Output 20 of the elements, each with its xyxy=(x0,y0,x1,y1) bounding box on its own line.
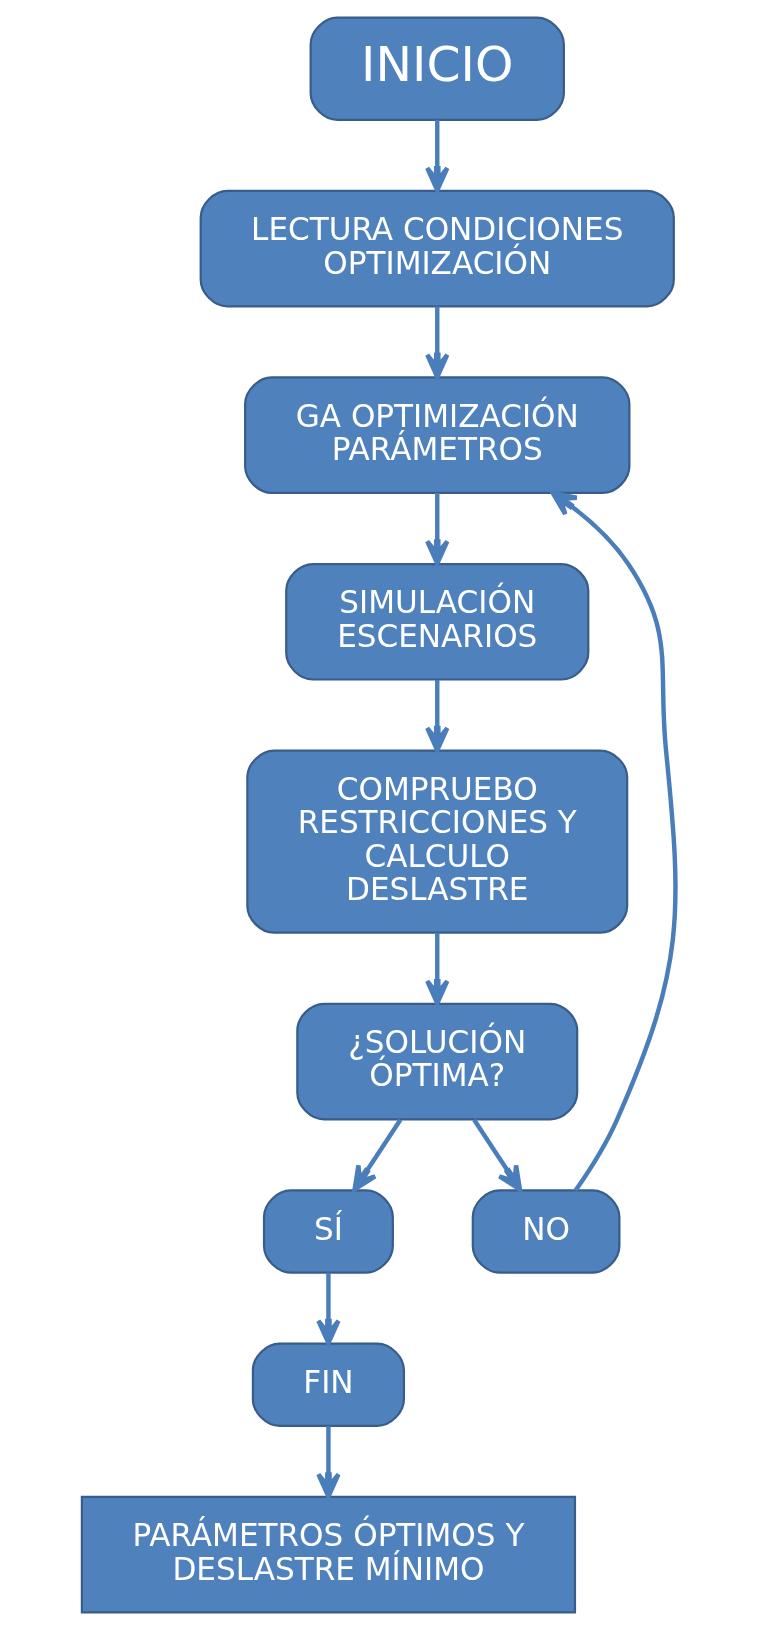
arrow xyxy=(550,491,678,1192)
node-box: SÍ xyxy=(262,1189,394,1274)
node-box: COMPRUEBO RESTRICCIONES Y CALCULO DESLASTRE xyxy=(245,749,628,934)
arrow xyxy=(315,1426,341,1499)
arrow xyxy=(424,932,449,1006)
arrow xyxy=(424,119,449,193)
node-box: LECTURA CONDICIONES OPTIMIZACIÓN xyxy=(199,189,675,308)
arrow xyxy=(424,306,449,380)
node-box: GA OPTIMIZACIÓN PARÁMETROS xyxy=(243,376,630,495)
arrow xyxy=(424,493,449,566)
arrow xyxy=(424,680,449,753)
node-box: ¿SOLUCIÓN ÓPTIMA? xyxy=(295,1002,578,1121)
node-box: PARÁMETROS ÓPTIMOS Y DESLASTRE MÍNIMO xyxy=(80,1495,576,1614)
arrow xyxy=(315,1272,341,1346)
node-box: FIN xyxy=(251,1342,405,1427)
node-box: INICIO xyxy=(309,16,565,121)
arrow xyxy=(471,1118,522,1192)
node-box: NO xyxy=(471,1189,620,1274)
node-box: SIMULACIÓN ESCENARIOS xyxy=(284,562,589,681)
arrow xyxy=(351,1118,402,1192)
